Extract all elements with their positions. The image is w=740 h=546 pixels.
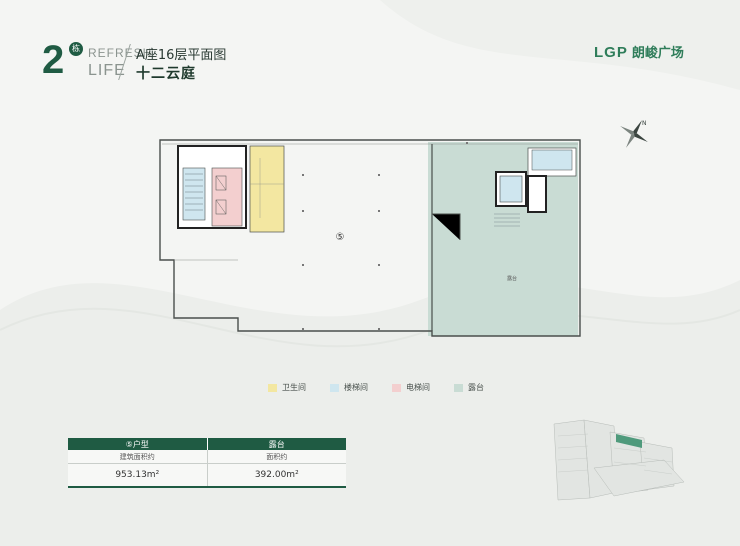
- terrace-label: 露台: [507, 275, 517, 282]
- table-header: ⑤户型: [68, 438, 208, 450]
- floor-plan: ⑤ 露台: [159, 139, 581, 337]
- building-badge: 栋: [69, 42, 83, 56]
- legend-item-terrace: 露台: [454, 382, 484, 393]
- legend-item-toilet: 卫生间: [268, 382, 306, 393]
- legend-swatch: [268, 383, 277, 392]
- legend-swatch: [392, 383, 401, 392]
- logo-chinese: 朗峻广场: [631, 46, 684, 61]
- table-row: 953.13m² 392.00m²: [68, 463, 346, 486]
- plan-title: A座16层平面图: [136, 48, 227, 63]
- table-cell: 面积约: [207, 450, 346, 464]
- legend-label: 卫生间: [282, 383, 306, 392]
- legend-swatch: [330, 383, 339, 392]
- table-row: 建筑面积约 面积约: [68, 450, 346, 464]
- table-header-row: ⑤户型 露台: [68, 438, 346, 450]
- logo-latin: LGP: [594, 44, 628, 61]
- brand-line-1: REFRESH: [88, 46, 153, 60]
- building-location-thumbnail: [553, 419, 685, 501]
- legend-label: 露台: [468, 383, 484, 392]
- toilet: [249, 145, 285, 233]
- highlighted-floor: [616, 434, 642, 448]
- north-compass-icon: N: [620, 120, 648, 148]
- brand-line-2: LIFE: [88, 62, 126, 79]
- table-cell: 建筑面积约: [68, 450, 208, 464]
- legend-label: 电梯间: [406, 383, 430, 392]
- table-header: 露台: [207, 438, 346, 450]
- unit-marker: ⑤: [336, 232, 345, 243]
- table-cell: 953.13m²: [68, 463, 208, 486]
- legend-item-stair: 楼梯间: [330, 382, 368, 393]
- table-footer-bar: [68, 486, 346, 488]
- area-table: ⑤户型 露台 建筑面积约 面积约 953.13m² 392.00m²: [68, 438, 346, 488]
- legend-item-elevator: 电梯间: [392, 382, 430, 393]
- legend: 卫生间 楼梯间 电梯间 露台: [268, 382, 484, 393]
- table-cell: 392.00m²: [207, 463, 346, 486]
- plan-subtitle: 十二云庭: [136, 66, 196, 82]
- svg-text:N: N: [642, 120, 647, 127]
- legend-swatch: [454, 383, 463, 392]
- stair-right: [499, 175, 523, 203]
- legend-label: 楼梯间: [344, 383, 368, 392]
- stair-left: [182, 167, 206, 221]
- building-number: 2: [42, 38, 65, 82]
